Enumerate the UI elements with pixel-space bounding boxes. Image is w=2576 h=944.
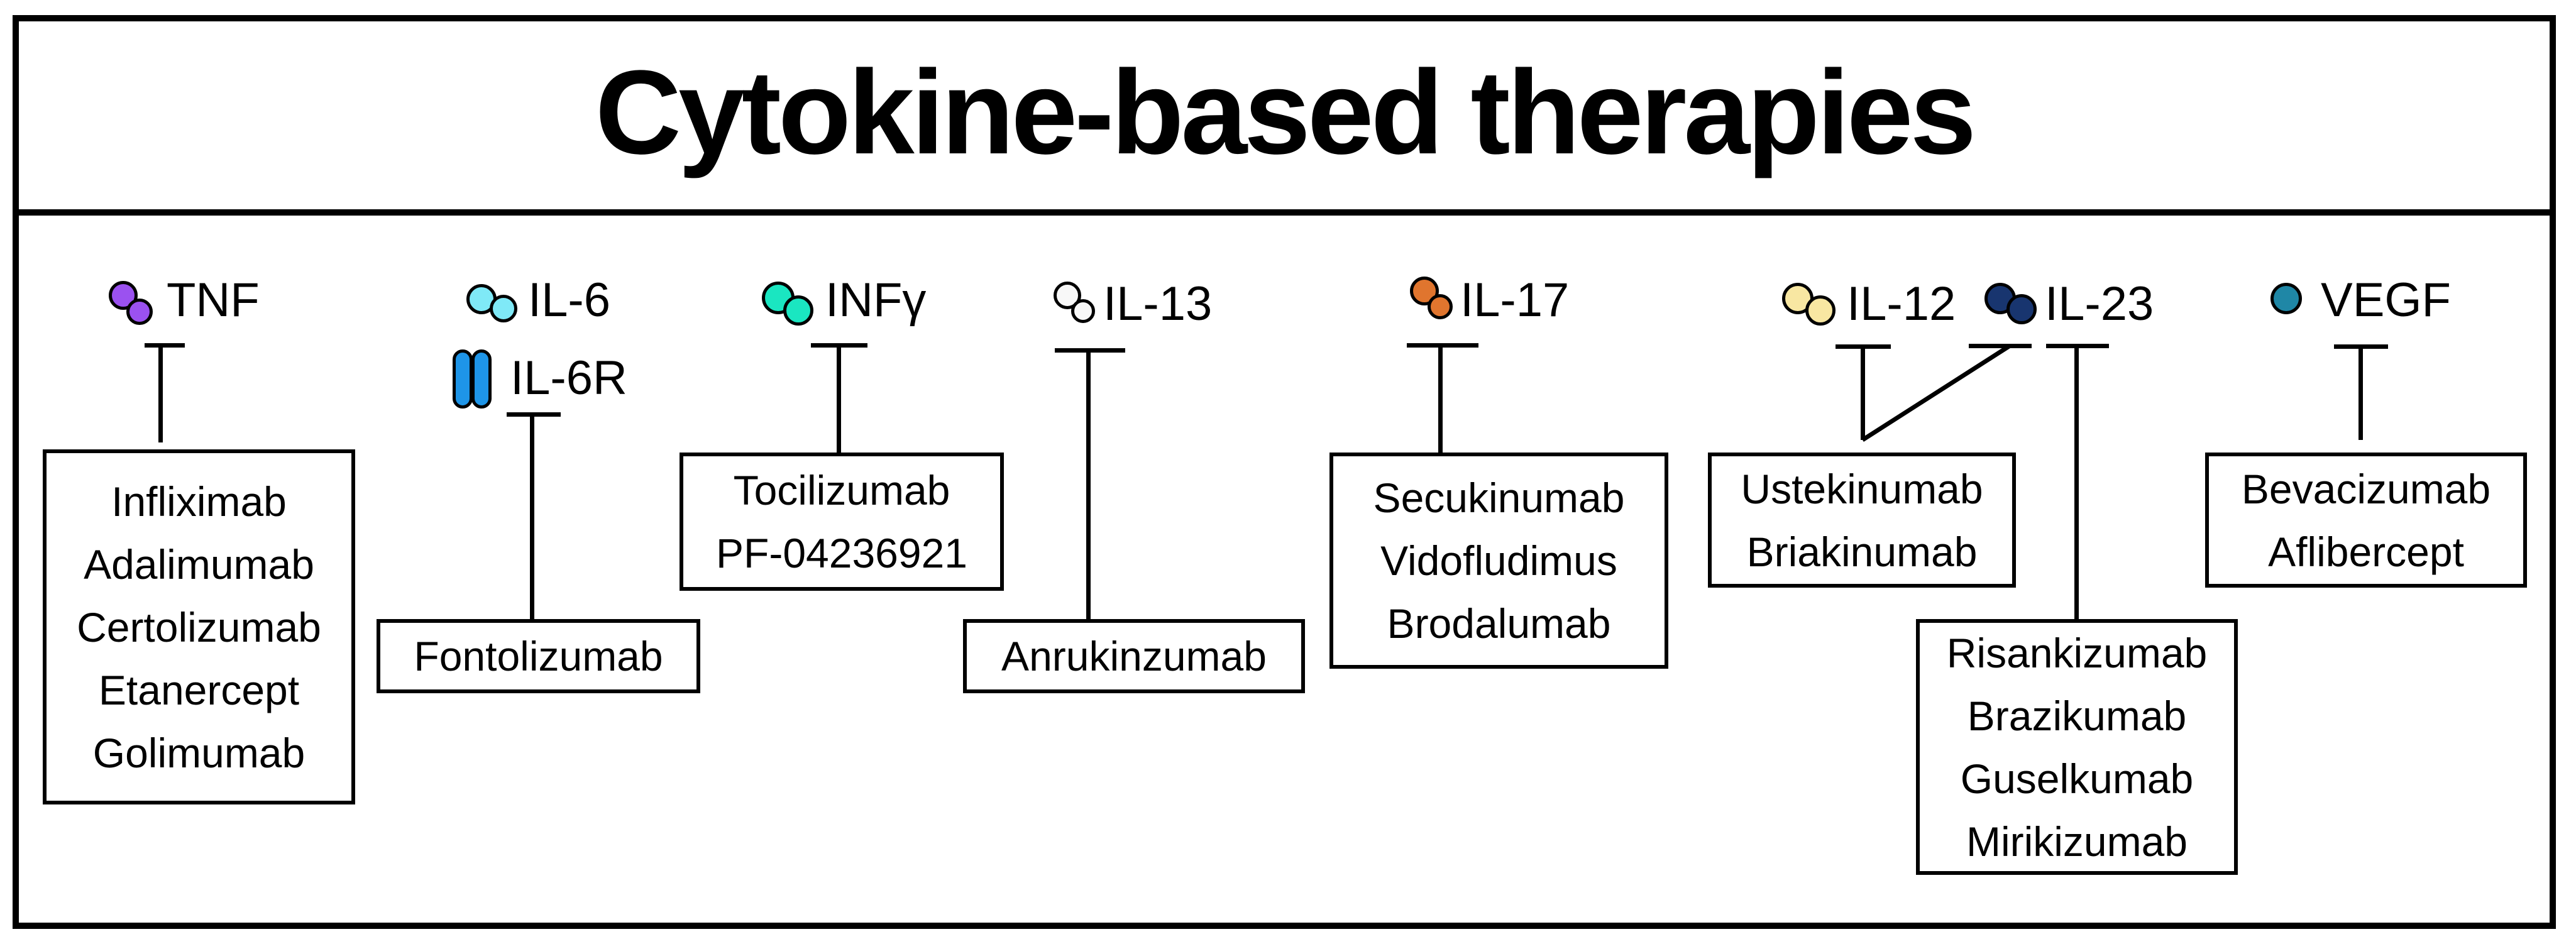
il6-receptor-icon xyxy=(453,349,473,409)
drug-name: Ustekinumab xyxy=(1741,465,1983,512)
vegf-drug-box: Bevacizumab Aflibercept xyxy=(2205,453,2527,588)
il12-il23-drug-box: Ustekinumab Briakinumab xyxy=(1708,453,2016,588)
drug-name: Risankizumab xyxy=(1946,629,2208,676)
drug-name: Adalimumab xyxy=(84,541,314,588)
drug-name: Vidofludimus xyxy=(1380,537,1617,584)
cytokine-label-il13: IL-13 xyxy=(1103,277,1213,331)
il17-cytokine-icon xyxy=(1410,277,1439,305)
drug-name: PF-04236921 xyxy=(716,530,967,576)
cytokine-label-vegf: VEGF xyxy=(2321,273,2451,327)
vegf-inhibition-line xyxy=(2359,344,2363,440)
infg-inhibition-line xyxy=(837,343,841,453)
drug-name: Briakinumab xyxy=(1746,528,1978,575)
il23-drug-box: Risankizumab Brazikumab Guselkumab Mirik… xyxy=(1916,619,2238,875)
drug-name: Guselkumab xyxy=(1960,755,2194,802)
il13-drug-box: Anrukinzumab xyxy=(963,619,1305,693)
drug-name: Anrukinzumab xyxy=(1001,633,1267,679)
cytokine-label-infg: INFγ xyxy=(825,273,927,327)
drug-name: Tocilizumab xyxy=(733,467,950,513)
il17-inhibition-bar xyxy=(1407,343,1478,348)
figure-title: Cytokine-based therapies xyxy=(595,45,1976,179)
tnf-drug-box: Infliximab Adalimumab Certolizumab Etane… xyxy=(43,449,355,804)
il13-inhibition-line xyxy=(1086,348,1091,619)
il17-inhibition-line xyxy=(1438,343,1443,453)
drug-name: Brodalumab xyxy=(1387,600,1611,647)
il13-cytokine-icon xyxy=(1071,299,1095,323)
il23-cytokine-icon xyxy=(2006,294,2037,324)
receptor-label-il6r: IL-6R xyxy=(510,351,627,405)
cytokine-label-il17: IL-17 xyxy=(1460,273,1570,327)
drug-name: Infliximab xyxy=(111,478,287,525)
tnf-cytokine-icon xyxy=(126,299,153,325)
tnf-cytokine-icon xyxy=(109,281,138,310)
infg-drug-box: Tocilizumab PF-04236921 xyxy=(680,453,1004,591)
drug-name: Brazikumab xyxy=(1967,692,2187,739)
title-band: Cytokine-based therapies xyxy=(13,15,2556,209)
cytokine-label-il6: IL-6 xyxy=(528,273,610,327)
il17-cytokine-icon xyxy=(1428,294,1453,319)
cytokine-label-il23: IL-23 xyxy=(2045,277,2154,331)
drug-name: Fontolizumab xyxy=(414,633,663,679)
il6-cytokine-icon xyxy=(490,295,517,322)
il12-cytokine-icon xyxy=(1805,295,1836,326)
drug-name: Certolizumab xyxy=(77,603,321,650)
drug-name: Mirikizumab xyxy=(1966,818,2188,865)
tnf-inhibition-line xyxy=(158,343,163,442)
il17-drug-box: Secukinumab Vidofludimus Brodalumab xyxy=(1329,453,1668,669)
infg-cytokine-icon xyxy=(783,295,813,326)
tnf-inhibition-bar xyxy=(145,343,185,348)
vegf-cytokine-icon xyxy=(2271,283,2302,314)
il6r-inhibition-line xyxy=(530,412,534,619)
drug-name: Aflibercept xyxy=(2268,528,2464,575)
il6-drug-box: Fontolizumab xyxy=(377,619,700,693)
drug-name: Golimumab xyxy=(92,729,305,776)
drug-name: Secukinumab xyxy=(1373,475,1625,521)
il23-inhibition-bar xyxy=(1969,344,2032,348)
drug-name: Bevacizumab xyxy=(2241,465,2491,512)
title-separator-line xyxy=(13,209,2556,216)
il23-risankizumab-line xyxy=(2074,344,2079,619)
drug-name: Etanercept xyxy=(98,666,300,713)
il6-receptor-icon xyxy=(471,349,492,409)
il12-inhibition-line xyxy=(1861,344,1865,440)
cytokine-label-tnf: TNF xyxy=(167,273,260,327)
cytokine-label-il12: IL-12 xyxy=(1847,277,1956,331)
